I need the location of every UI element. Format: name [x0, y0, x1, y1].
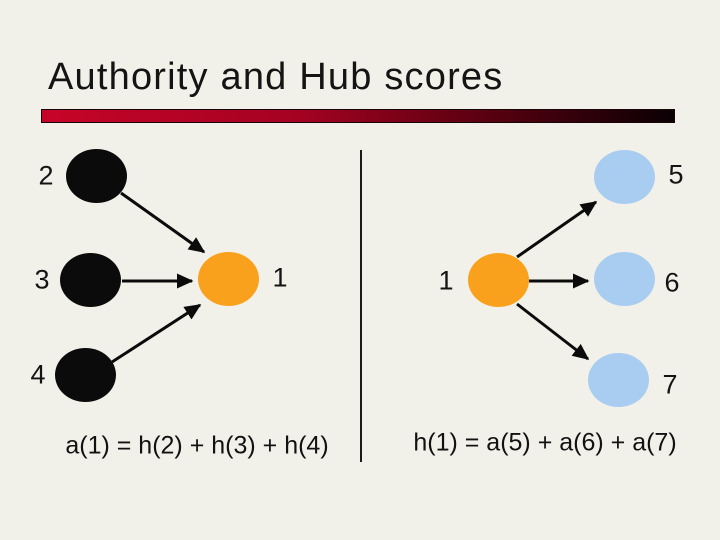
hub-formula: h(1) = a(5) + a(6) + a(7) [413, 428, 677, 457]
node-label-4: 4 [30, 359, 46, 390]
node-label-2: 2 [38, 160, 54, 191]
authority-node-6 [594, 252, 655, 306]
authority-node-5 [594, 150, 655, 204]
arrow-2-to-1 [120, 191, 206, 254]
arrow-1-to-7 [516, 302, 590, 361]
node-label-1-right: 1 [438, 265, 454, 296]
hub-node-4 [55, 348, 116, 402]
hub-node-3 [60, 253, 121, 307]
node-label-6: 6 [664, 267, 680, 298]
authority-node-7 [588, 353, 649, 407]
slide-title: Authority and Hub scores [48, 56, 504, 98]
hub-node-2 [66, 149, 127, 203]
hub-node-1 [468, 253, 529, 307]
node-label-3: 3 [34, 264, 50, 295]
node-label-7: 7 [662, 369, 678, 400]
arrow-4-to-1 [111, 303, 202, 364]
authority-formula: a(1) = h(2) + h(3) + h(4) [65, 431, 329, 460]
authority-node-1 [198, 252, 259, 306]
title-accent-bar [41, 109, 675, 123]
node-label-1-left: 1 [272, 262, 288, 293]
node-label-5: 5 [668, 159, 684, 190]
arrow-1-to-5 [516, 200, 598, 259]
